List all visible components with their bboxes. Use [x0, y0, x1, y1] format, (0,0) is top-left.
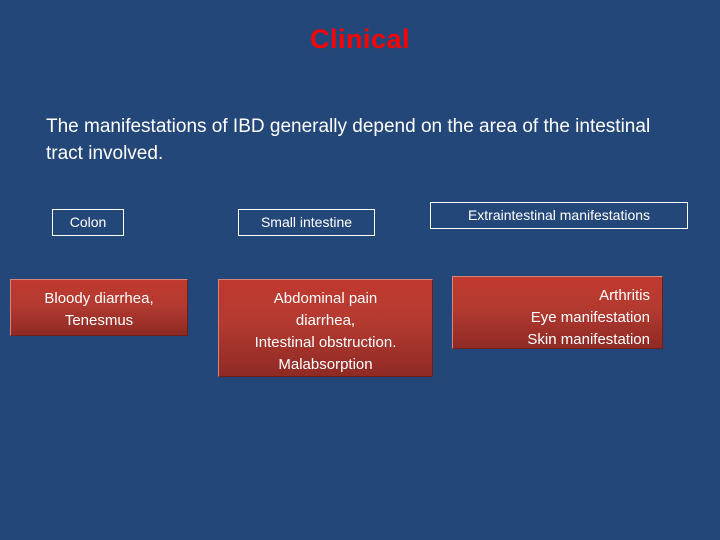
content-line: Tenesmus	[64, 312, 134, 329]
content-line: Arthritis	[599, 287, 650, 304]
content-line: Skin manifestation	[527, 331, 650, 348]
page-title: Clinical	[309, 24, 411, 54]
header-label-colon: Colon	[52, 209, 124, 236]
content-line: Intestinal obstruction.	[254, 334, 397, 351]
intro-paragraph: The manifestations of IBD generally depe…	[46, 116, 651, 164]
content-line: Bloody diarrhea,	[44, 290, 154, 307]
content-box-small-intestine: Abdominal pain diarrhea, Intestinal obst…	[218, 279, 433, 377]
content-line: diarrhea,	[295, 312, 356, 329]
header-label-small-intestine: Small intestine	[238, 209, 375, 236]
content-line: Abdominal pain	[273, 290, 378, 307]
content-box-extraintestinal: Arthritis Eye manifestation Skin manifes…	[452, 276, 663, 349]
content-line: Eye manifestation	[530, 309, 650, 326]
content-box-colon: Bloody diarrhea, Tenesmus	[10, 279, 188, 336]
content-line: Malabsorption	[278, 356, 373, 373]
header-label-extraintestinal: Extraintestinal manifestations	[430, 202, 688, 229]
